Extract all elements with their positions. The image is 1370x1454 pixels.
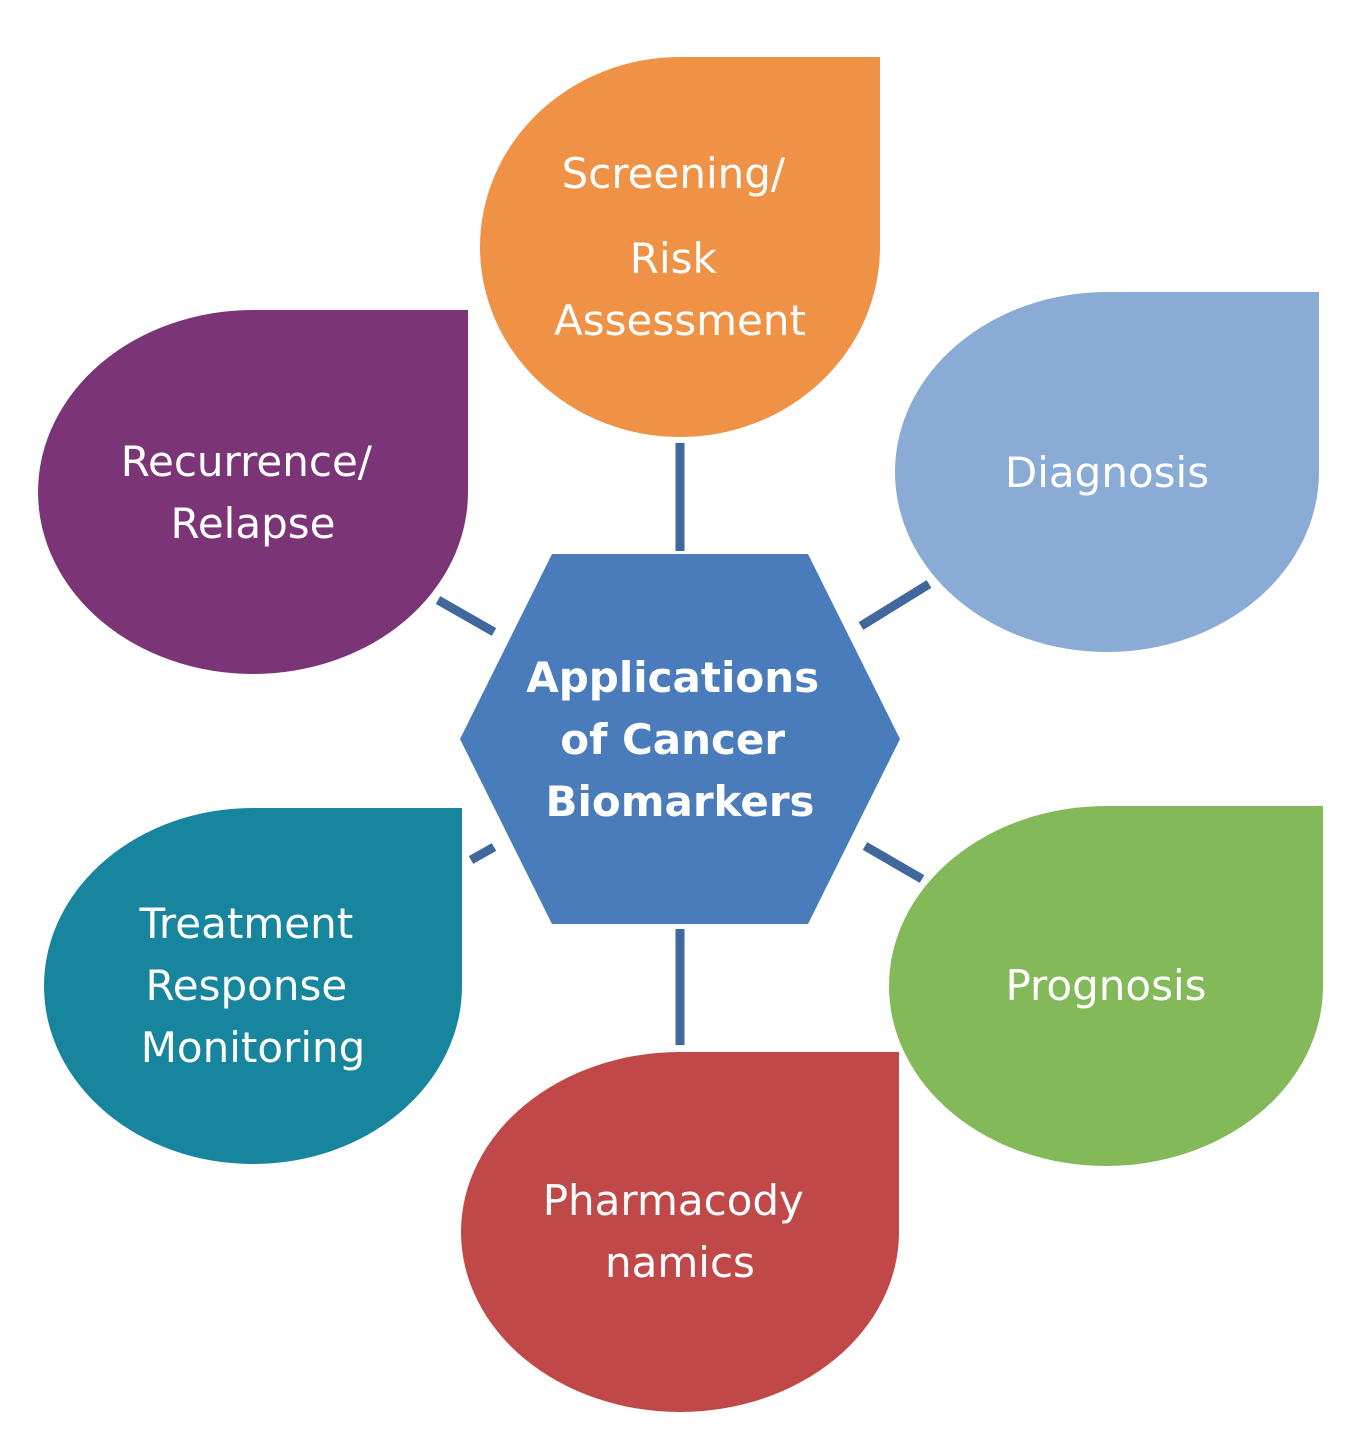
petal-pharmacodynamics-shape	[461, 1052, 899, 1412]
petal-pharmacodynamics-line-1: Pharmacody	[543, 1176, 804, 1225]
connector-prognosis	[862, 842, 925, 883]
petal-treatment-response-line-1: Treatment	[138, 899, 353, 948]
petal-treatment-response-line-2: Response	[145, 961, 347, 1010]
petal-screening-shape	[480, 57, 880, 437]
petal-diagnosis: Diagnosis	[895, 292, 1319, 652]
petal-prognosis-label: Prognosis	[1005, 961, 1206, 1010]
hub-line-1: Applications	[526, 653, 819, 702]
hub-label: Applications of Cancer Biomarkers	[526, 653, 834, 826]
petal-pharmacodynamics: Pharmacody namics	[461, 1052, 899, 1412]
connector-recurrence	[435, 596, 497, 636]
petal-screening-line-2: Risk	[630, 234, 718, 283]
petal-screening-line-1: Screening/	[562, 149, 786, 198]
petal-recurrence-line-1: Recurrence/	[121, 437, 373, 486]
petal-diagnosis-line-1: Diagnosis	[1005, 448, 1209, 497]
petal-recurrence-label: Recurrence/ Relapse	[121, 437, 386, 548]
petal-diagnosis-label: Diagnosis	[1005, 448, 1209, 497]
petal-prognosis-shape	[889, 806, 1323, 1166]
hub-line-3: Biomarkers	[545, 777, 814, 826]
petal-pharmacodynamics-line-2: namics	[605, 1238, 755, 1287]
petal-recurrence-line-2: Relapse	[171, 499, 336, 548]
petal-screening-label: Screening/ Risk Assessment	[554, 149, 806, 345]
petal-screening-line-3: Assessment	[554, 296, 806, 345]
petal-prognosis-line-1: Prognosis	[1005, 961, 1206, 1010]
connector-treatment-response	[468, 843, 497, 864]
petal-recurrence: Recurrence/ Relapse	[38, 310, 468, 674]
petal-treatment-response-label: Treatment Response Monitoring	[138, 899, 366, 1072]
hub: Applications of Cancer Biomarkers	[460, 554, 900, 924]
petal-treatment-response: Treatment Response Monitoring	[44, 808, 462, 1164]
hub-line-2: of Cancer	[560, 715, 785, 764]
petal-screening: Screening/ Risk Assessment	[480, 57, 880, 437]
petal-treatment-response-line-3: Monitoring	[141, 1023, 366, 1072]
connector-diagnosis	[858, 580, 932, 630]
hub-hexagon	[460, 554, 900, 924]
petal-pharmacodynamics-label: Pharmacody namics	[543, 1176, 818, 1287]
petal-recurrence-shape	[38, 310, 468, 674]
petal-diagnosis-shape	[895, 292, 1319, 652]
connectors	[435, 443, 932, 1045]
petal-prognosis: Prognosis	[889, 806, 1323, 1166]
petal-treatment-response-shape	[44, 808, 462, 1164]
